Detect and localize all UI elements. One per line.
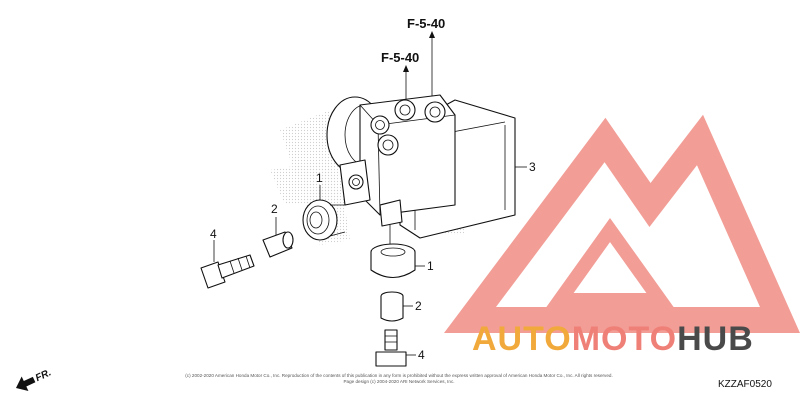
collar-left[interactable]	[262, 231, 294, 258]
reference-upper[interactable]: F-5-40	[407, 16, 445, 105]
callout-bolt-left[interactable]: 4	[210, 227, 217, 262]
front-arrow-icon	[15, 376, 36, 392]
brake-port	[377, 134, 399, 156]
callout-collar-right[interactable]: 2	[403, 299, 422, 313]
callout-4-left-label[interactable]: 4	[210, 227, 217, 241]
triangle-logo-icon	[444, 114, 800, 333]
abs-modulator-unit[interactable]	[326, 94, 516, 239]
grommet-right[interactable]	[370, 243, 416, 279]
front-direction-indicator: FR.	[15, 367, 53, 392]
brake-port	[370, 115, 390, 135]
copyright-line-2: Page design (c) 2004-2020 ARI Network Se…	[343, 379, 454, 384]
callout-3-label[interactable]: 3	[529, 160, 536, 174]
callout-modulator-unit[interactable]: 3	[515, 160, 536, 174]
reference-upper-label[interactable]: F-5-40	[407, 16, 445, 31]
collar-right[interactable]	[380, 291, 404, 322]
watermark-auto: AUTO	[472, 320, 572, 358]
callout-bolt-right[interactable]: 4	[406, 348, 425, 362]
svg-text:AUTOMOTOHUB: AUTOMOTOHUB	[472, 320, 754, 358]
grommet-left[interactable]	[302, 199, 346, 241]
reference-lower-label[interactable]: F-5-40	[381, 50, 419, 65]
callout-collar-left[interactable]: 2	[271, 202, 278, 235]
callout-1-left-label[interactable]: 1	[316, 171, 323, 185]
bottom-mount	[379, 199, 403, 227]
bolt-right[interactable]	[375, 329, 407, 367]
callout-1-right-label[interactable]: 1	[427, 259, 434, 273]
callout-2-right-label[interactable]: 2	[415, 299, 422, 313]
automotohub-watermark: AUTOMOTOHUB	[444, 114, 800, 358]
diagram-code: KZZAF0520	[718, 379, 772, 390]
arrow-up-icon	[403, 65, 409, 72]
callout-grommet-right[interactable]: 1	[415, 259, 434, 273]
callout-2-left-label[interactable]: 2	[271, 202, 278, 216]
copyright-line-1: (c) 2002-2020 American Honda Motor Co., …	[185, 373, 612, 378]
mount-hole	[348, 174, 364, 190]
brake-port	[394, 99, 416, 121]
callout-4-right-label[interactable]: 4	[418, 348, 425, 362]
callout-grommet-left[interactable]: 1	[316, 171, 323, 200]
front-direction-label: FR.	[34, 367, 53, 384]
watermark-hub: HUB	[677, 320, 754, 358]
brake-port	[424, 101, 446, 123]
watermark-moto: MOTO	[572, 320, 677, 358]
arrow-up-icon	[429, 31, 435, 38]
bolt-left[interactable]	[200, 254, 255, 289]
